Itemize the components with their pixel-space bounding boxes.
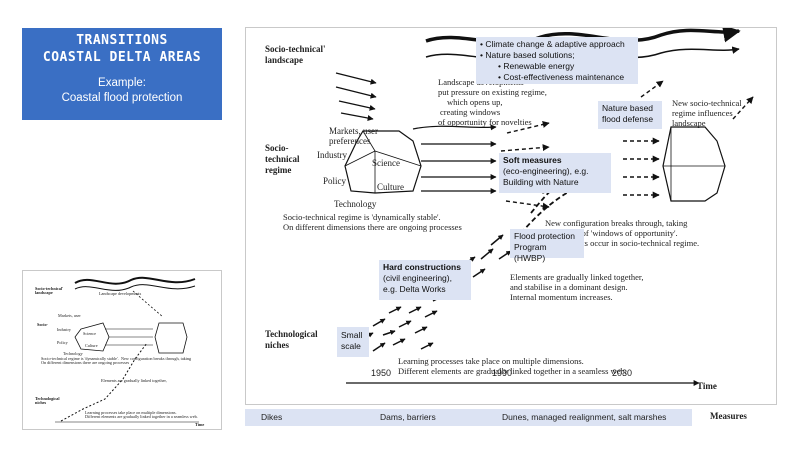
science-label: Science (372, 158, 400, 168)
measures-bar: Dikes Dams, barriers Dunes, managed real… (245, 409, 692, 426)
year-1990: 1990 (492, 368, 513, 378)
climate-item-2: • Nature based solutions; (480, 50, 575, 60)
thumbnail-art (55, 276, 199, 423)
soft-measures-title: Soft measures (503, 155, 562, 165)
measure-dunes: Dunes, managed realignment, salt marshes (502, 412, 667, 422)
measure-dams: Dams, barriers (380, 412, 436, 422)
title-line-2: COASTAL DELTA AREAS (42, 50, 202, 65)
technology-label: Technology (334, 199, 377, 209)
measure-dikes: Dikes (261, 412, 283, 422)
climate-sub-2: • Cost-effectiveness maintenance (498, 72, 625, 82)
new-regime-note-1: New socio-technical (672, 98, 742, 108)
industry-label: Industry (317, 150, 347, 160)
breakthrough-note-1: New configuration breaks through, taking (545, 218, 688, 228)
stable-note-1: Socio-technical regime is 'dynamically s… (283, 212, 441, 222)
thumb-note-landscape: Landscape developments (99, 291, 142, 296)
year-2030: 2030 (612, 368, 633, 378)
landscape-level-label: Socio-technical' (265, 44, 326, 54)
thumb-industry: Industry (57, 327, 71, 332)
policy-label: Policy (323, 176, 347, 186)
example-text: Coastal flood protection (61, 92, 183, 104)
title-line-1: TRANSITIONS (76, 33, 168, 48)
thumb-breakthrough-note: New configuration breaks through, taking (121, 356, 192, 361)
markets-label-2: preferences (329, 136, 371, 146)
time-axis-label: Time (697, 381, 717, 391)
new-regime-note-2: regime influences (672, 108, 733, 118)
thumb-niches-label: Technological (35, 396, 60, 401)
regime-level-label-2: technical (265, 154, 300, 164)
nature-defense-callout: Nature based flood defense (598, 101, 662, 129)
thumb-stable-note: Socio-technical regime is 'dynamically s… (41, 356, 119, 361)
thumb-technology: Technology (63, 351, 83, 356)
year-1950: 1950 (371, 368, 392, 378)
regime-hexagon-left (344, 130, 422, 194)
niches-level-label-2: niches (265, 340, 290, 350)
landscape-dev-note-4: creating windows (440, 107, 501, 117)
linked-note-2: and stabilise in a dominant design. (510, 282, 628, 292)
new-regime-note-3: landscape (672, 118, 706, 128)
thumb-learning-note: Learning processes take place on multipl… (85, 410, 177, 415)
climate-sub-1: • Renewable energy (498, 61, 575, 71)
thumb-stable-note-2: On different dimensions there are ongoin… (41, 360, 130, 365)
hard-constructions-title: Hard constructions (383, 262, 461, 272)
regime-level-label-3: regime (265, 165, 292, 175)
hard-constructions-callout: Hard constructions (civil engineering), … (379, 260, 471, 300)
climate-callout: • Climate change & adaptive approach • N… (476, 37, 638, 84)
thumb-science: Science (83, 331, 97, 336)
thumb-linked-note: Elements are gradually linked together, (101, 378, 167, 383)
linked-note-3: Internal momentum increases. (510, 292, 613, 302)
niches-level-label: Technological (265, 329, 318, 339)
flood-program-callout: Flood protection Program (HWBP) (510, 229, 584, 263)
diagram-panel (245, 27, 777, 405)
landscape-level-label-2: landscape (265, 55, 304, 65)
markets-label: Markets, user (329, 126, 378, 136)
thumb-niches-label-2: niches (35, 400, 47, 405)
example-label: Example: (98, 77, 146, 89)
thumb-learning-note-2: Different elements are gradually linked … (85, 414, 198, 419)
breakthrough-note-3: Adjustments occur in socio-technical reg… (545, 238, 700, 248)
learning-note-2: Different elements are gradually linked … (398, 366, 627, 376)
climate-item-1: • Climate change & adaptive approach (480, 39, 625, 49)
linked-note-1: Elements are gradually linked together, (510, 272, 644, 282)
thumb-culture: Culture (85, 343, 98, 348)
breakthrough-note-2: advantage of 'windows of opportunity'. (545, 228, 678, 238)
thumb-landscape-label: Socio-technical' (35, 286, 64, 291)
title-box: TRANSITIONS COASTAL DELTA AREAS Example:… (22, 28, 222, 120)
learning-note-1: Learning processes take place on multipl… (398, 356, 584, 366)
thumb-regime-label: Socio- (37, 322, 48, 327)
thumb-time-label: Time (195, 422, 205, 427)
diagram-thumbnail: Socio-technical' landscape Landscape dev… (22, 270, 222, 430)
soft-measures-callout: Soft measures (eco-engineering), e.g. Bu… (499, 153, 611, 193)
regime-hexagon-right (662, 126, 726, 202)
thumb-landscape-label-2: landscape (35, 290, 53, 295)
regime-level-label: Socio- (265, 143, 289, 153)
small-scale-callout: Small scale (337, 327, 369, 357)
stable-note-2: On different dimensions there are ongoin… (283, 222, 462, 232)
culture-label: Culture (377, 182, 404, 192)
measures-label: Measures (710, 411, 747, 421)
landscape-dev-note-3: which opens up, (447, 97, 503, 107)
thumb-policy: Policy (57, 340, 68, 345)
landscape-dev-note-2: put pressure on existing regime, (438, 87, 547, 97)
thumb-markets: Markets, user (58, 313, 81, 318)
landscape-dev-note-5: of opportunity for novelties (438, 117, 532, 127)
